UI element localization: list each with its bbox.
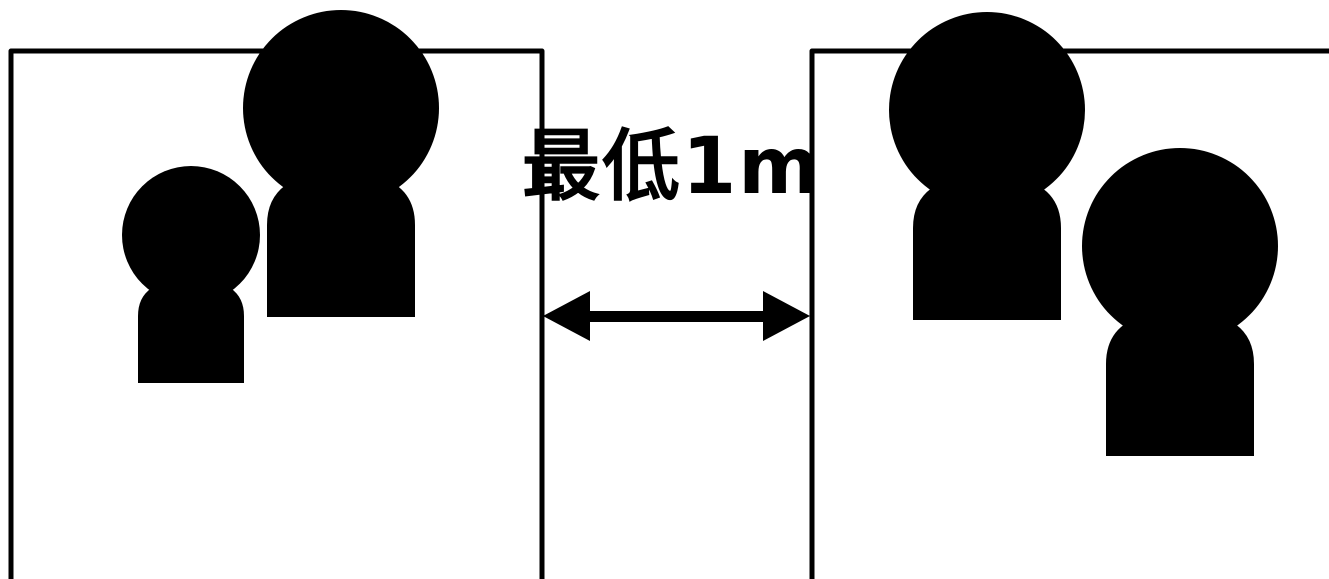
- arrow-head-right: [763, 291, 810, 341]
- person-body: [267, 172, 415, 317]
- right-group-frame: [809, 48, 1329, 579]
- person-icon: [1082, 148, 1278, 456]
- person-head: [243, 10, 439, 206]
- arrow-head-left: [543, 291, 590, 341]
- right-group: [809, 12, 1329, 579]
- person-icon: [243, 10, 439, 317]
- person-body: [1106, 311, 1254, 456]
- distance-label: 最低1m: [522, 122, 822, 212]
- left-group: [8, 10, 545, 579]
- arrow-shaft: [575, 311, 780, 322]
- person-body: [138, 279, 244, 383]
- person-head: [1082, 148, 1278, 344]
- person-body: [913, 175, 1061, 320]
- person-icon: [122, 166, 260, 383]
- person-head: [889, 12, 1085, 208]
- double-headed-arrow-icon: [543, 291, 810, 341]
- person-icon: [889, 12, 1085, 320]
- person-head: [122, 166, 260, 304]
